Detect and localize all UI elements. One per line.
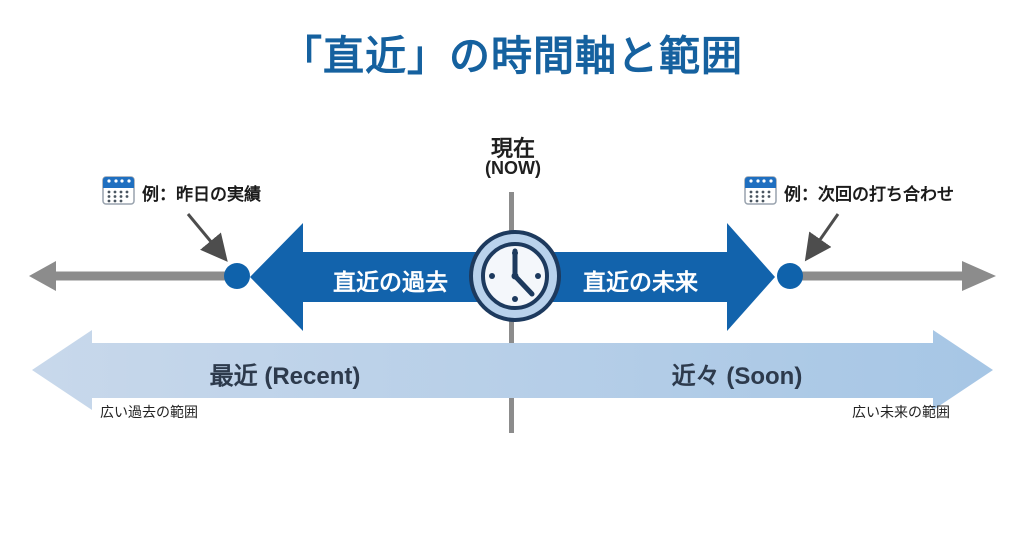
future-marker-dot <box>777 263 803 289</box>
timeline-right-arrow <box>790 261 996 291</box>
recent-past-label: 直近の過去 <box>333 269 448 295</box>
past-range-label: 広い過去の範囲 <box>100 404 198 420</box>
recent-band-label: 最近 (Recent) <box>209 363 361 390</box>
page-title: 「直近」の時間軸と範囲 <box>281 33 743 79</box>
now-label-jp: 現在 <box>490 136 535 161</box>
soon-band-label: 近々 (Soon) <box>671 363 803 390</box>
light-band-double-arrow <box>32 330 993 410</box>
calendar-icon <box>102 176 135 205</box>
left-callout-label: 例：昨日の実績 <box>142 185 261 204</box>
now-label-en: (NOW) <box>485 158 541 178</box>
future-range-label: 広い未来の範囲 <box>852 404 950 420</box>
calendar-icon <box>744 176 777 205</box>
right-callout-arrow <box>804 213 840 262</box>
recent-future-label: 直近の未来 <box>583 269 698 295</box>
timeline-left-arrow <box>29 261 238 291</box>
left-callout-arrow <box>186 213 228 262</box>
past-marker-dot <box>224 263 250 289</box>
clock-icon <box>469 230 561 322</box>
right-callout-label: 例：次回の打ち合わせ <box>784 185 954 204</box>
